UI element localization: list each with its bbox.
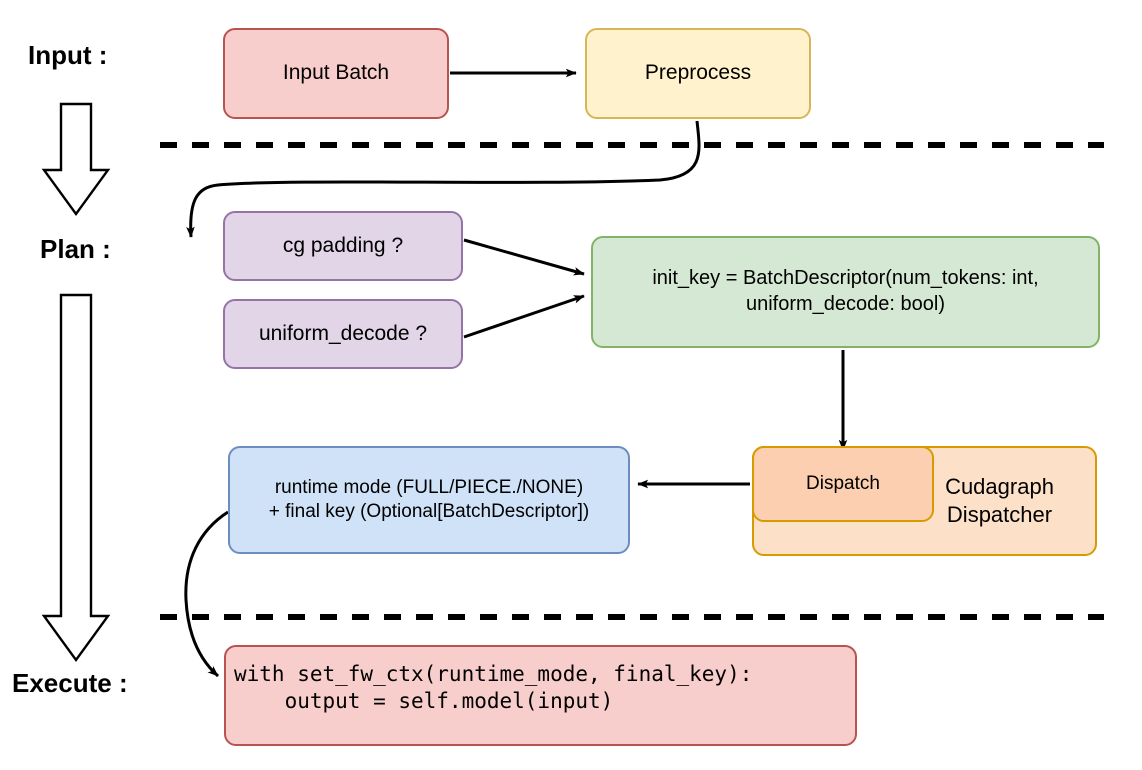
- node-cg-padding-label: cg padding ?: [282, 233, 404, 257]
- node-cudagraph-dispatcher-line2: Dispatcher: [946, 502, 1053, 527]
- node-input-batch-label: Input Batch: [282, 61, 390, 85]
- stage-label-execute: Execute :: [12, 668, 128, 698]
- node-init-key-line2: uniform_decode: bool): [745, 293, 945, 315]
- node-cudagraph-dispatcher-line1: Cudagraph: [945, 473, 1054, 499]
- stage-label-plan: Plan :: [40, 234, 111, 264]
- node-input-batch[interactable]: Input Batch: [223, 28, 449, 119]
- node-preprocess-label: Preprocess: [644, 61, 752, 85]
- connector-preprocess-to-cg-padding: [186, 120, 701, 238]
- node-preprocess[interactable]: Preprocess: [585, 28, 811, 119]
- node-dispatch-label: Dispatch: [806, 472, 880, 494]
- node-runtime-mode-line2: + final key (Optional[BatchDescriptor]): [268, 501, 590, 522]
- node-runtime-mode-line1: runtime mode (FULL/PIECE./NONE): [274, 476, 584, 498]
- node-runtime-mode[interactable]: runtime mode (FULL/PIECE./NONE) + final …: [228, 446, 630, 554]
- connector-cg-padding-to-init-key: [463, 238, 585, 276]
- node-init-key[interactable]: init_key = BatchDescriptor(num_tokens: i…: [591, 236, 1100, 348]
- node-cg-padding[interactable]: cg padding ?: [223, 211, 463, 281]
- node-execute-code-line1: with set_fw_ctx(runtime_mode, final_key)…: [234, 662, 753, 686]
- connector-runtime-mode-to-execute-code: [184, 510, 229, 678]
- stage-arrow-input-to-plan: [41, 102, 111, 217]
- node-dispatch[interactable]: Dispatch: [752, 446, 934, 522]
- connector-uniform-decode-to-init-key: [463, 294, 585, 339]
- node-uniform-decode[interactable]: uniform_decode ?: [223, 299, 463, 369]
- node-execute-code-line2: output = self.model(input): [234, 688, 614, 713]
- stage-arrow-plan-to-execute: [41, 293, 111, 663]
- node-init-key-line1: init_key = BatchDescriptor(num_tokens: i…: [652, 267, 1039, 290]
- node-execute-code[interactable]: with set_fw_ctx(runtime_mode, final_key)…: [224, 645, 857, 746]
- node-uniform-decode-label: uniform_decode ?: [258, 321, 428, 345]
- stage-label-input: Input :: [28, 40, 108, 70]
